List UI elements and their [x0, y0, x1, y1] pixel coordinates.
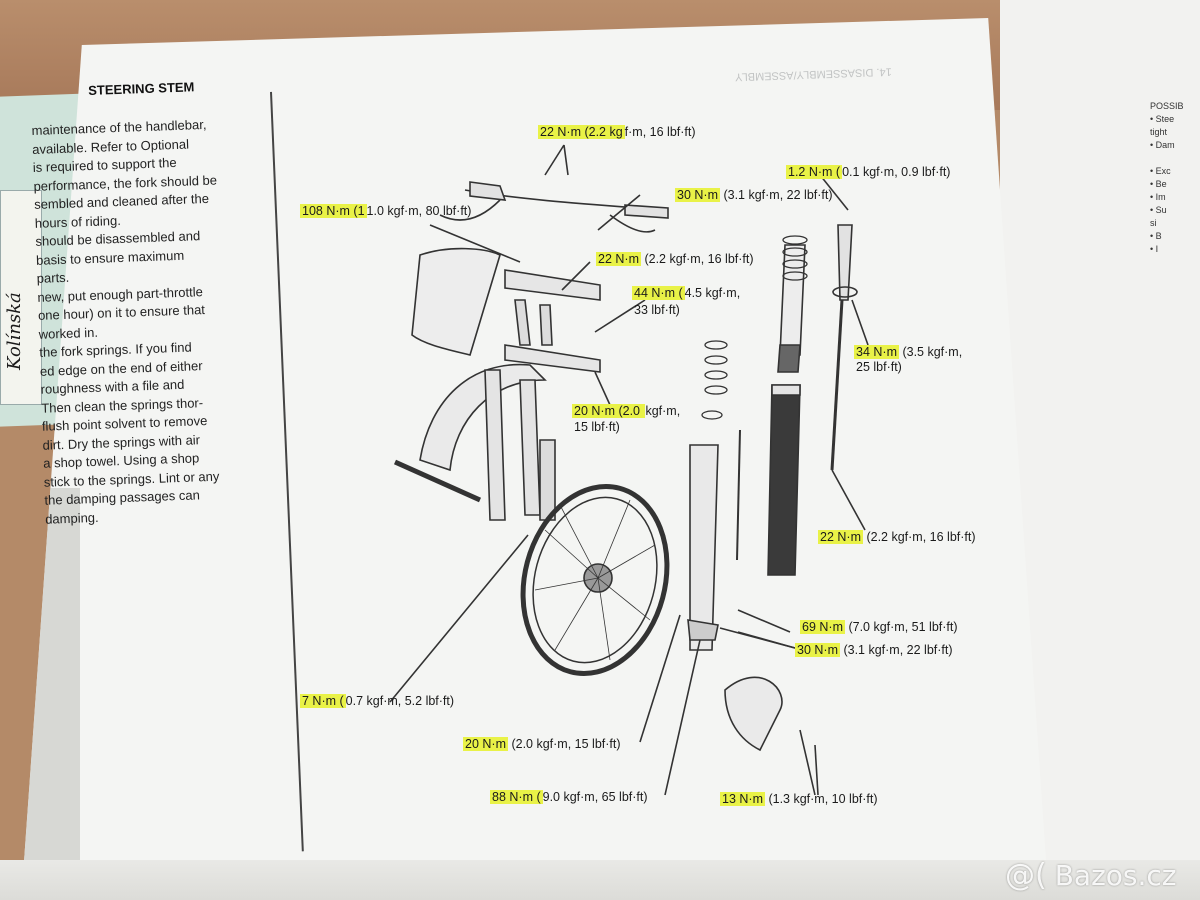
right-page-line: • Exc [1150, 166, 1171, 176]
torque-label-t9: 22 N·m (2.2 kgf·m, 16 lbf·ft) [818, 530, 976, 544]
right-page-line: • Stee [1150, 114, 1175, 124]
torque-label-t5: 22 N·m (2.2 kgf·m, 16 lbf·ft) [596, 252, 754, 266]
right-page-line: • Dam [1150, 140, 1175, 150]
torque-label-t7b: 25 lbf·ft) [856, 360, 902, 374]
torque-label-t7: 34 N·m (3.5 kgf·m, [854, 345, 963, 359]
right-page-line: • Be [1150, 179, 1167, 189]
right-page-text: POSSIB • Stee tight • Dam • Exc • Be • Im • Su s… [1150, 100, 1200, 300]
right-page-line: • Su [1150, 205, 1167, 215]
torque-label-t14: 88 N·m (9.0 kgf·m, 65 lbf·ft) [490, 790, 648, 804]
torque-label-t6: 44 N·m (4.5 kgf·m, [632, 286, 741, 300]
right-page-line: • Im [1150, 192, 1166, 202]
watermark-text: Bazos.cz [1054, 859, 1177, 892]
torque-label-t8: 20 N·m (2.0 kgf·m, [572, 404, 681, 418]
right-page-line: tight [1150, 127, 1168, 137]
diagram-lines [389, 144, 869, 796]
right-page-line: si [1150, 218, 1157, 228]
torque-label-t15: 13 N·m (1.3 kgf·m, 10 lbf·ft) [720, 792, 878, 806]
right-page-line: • I [1150, 244, 1159, 254]
sticky-note [0, 190, 42, 405]
page-bottom-edge [0, 860, 1200, 900]
torque-label-t11: 30 N·m (3.1 kgf·m, 22 lbf·ft) [795, 643, 953, 657]
torque-label-t13: 20 N·m (2.0 kgf·m, 15 lbf·ft) [463, 737, 621, 751]
torque-label-t3: 1.2 N·m (0.1 kgf·m, 0.9 lbf·ft) [786, 165, 951, 179]
torque-label-t6b: 33 lbf·ft) [634, 303, 680, 317]
right-page-line: • B [1150, 231, 1162, 241]
bazos-logo-icon: @( [1005, 858, 1047, 893]
right-page-line: POSSIB [1150, 101, 1184, 111]
torque-label-t4: 30 N·m (3.1 kgf·m, 22 lbf·ft) [675, 188, 833, 202]
torque-label-t10: 69 N·m (7.0 kgf·m, 51 lbf·ft) [800, 620, 958, 634]
torque-label-t8b: 15 lbf·ft) [574, 420, 620, 434]
torque-label-t12: 7 N·m (0.7 kgf·m, 5.2 lbf·ft) [300, 694, 455, 708]
watermark: @( Bazos.cz [1005, 858, 1177, 893]
